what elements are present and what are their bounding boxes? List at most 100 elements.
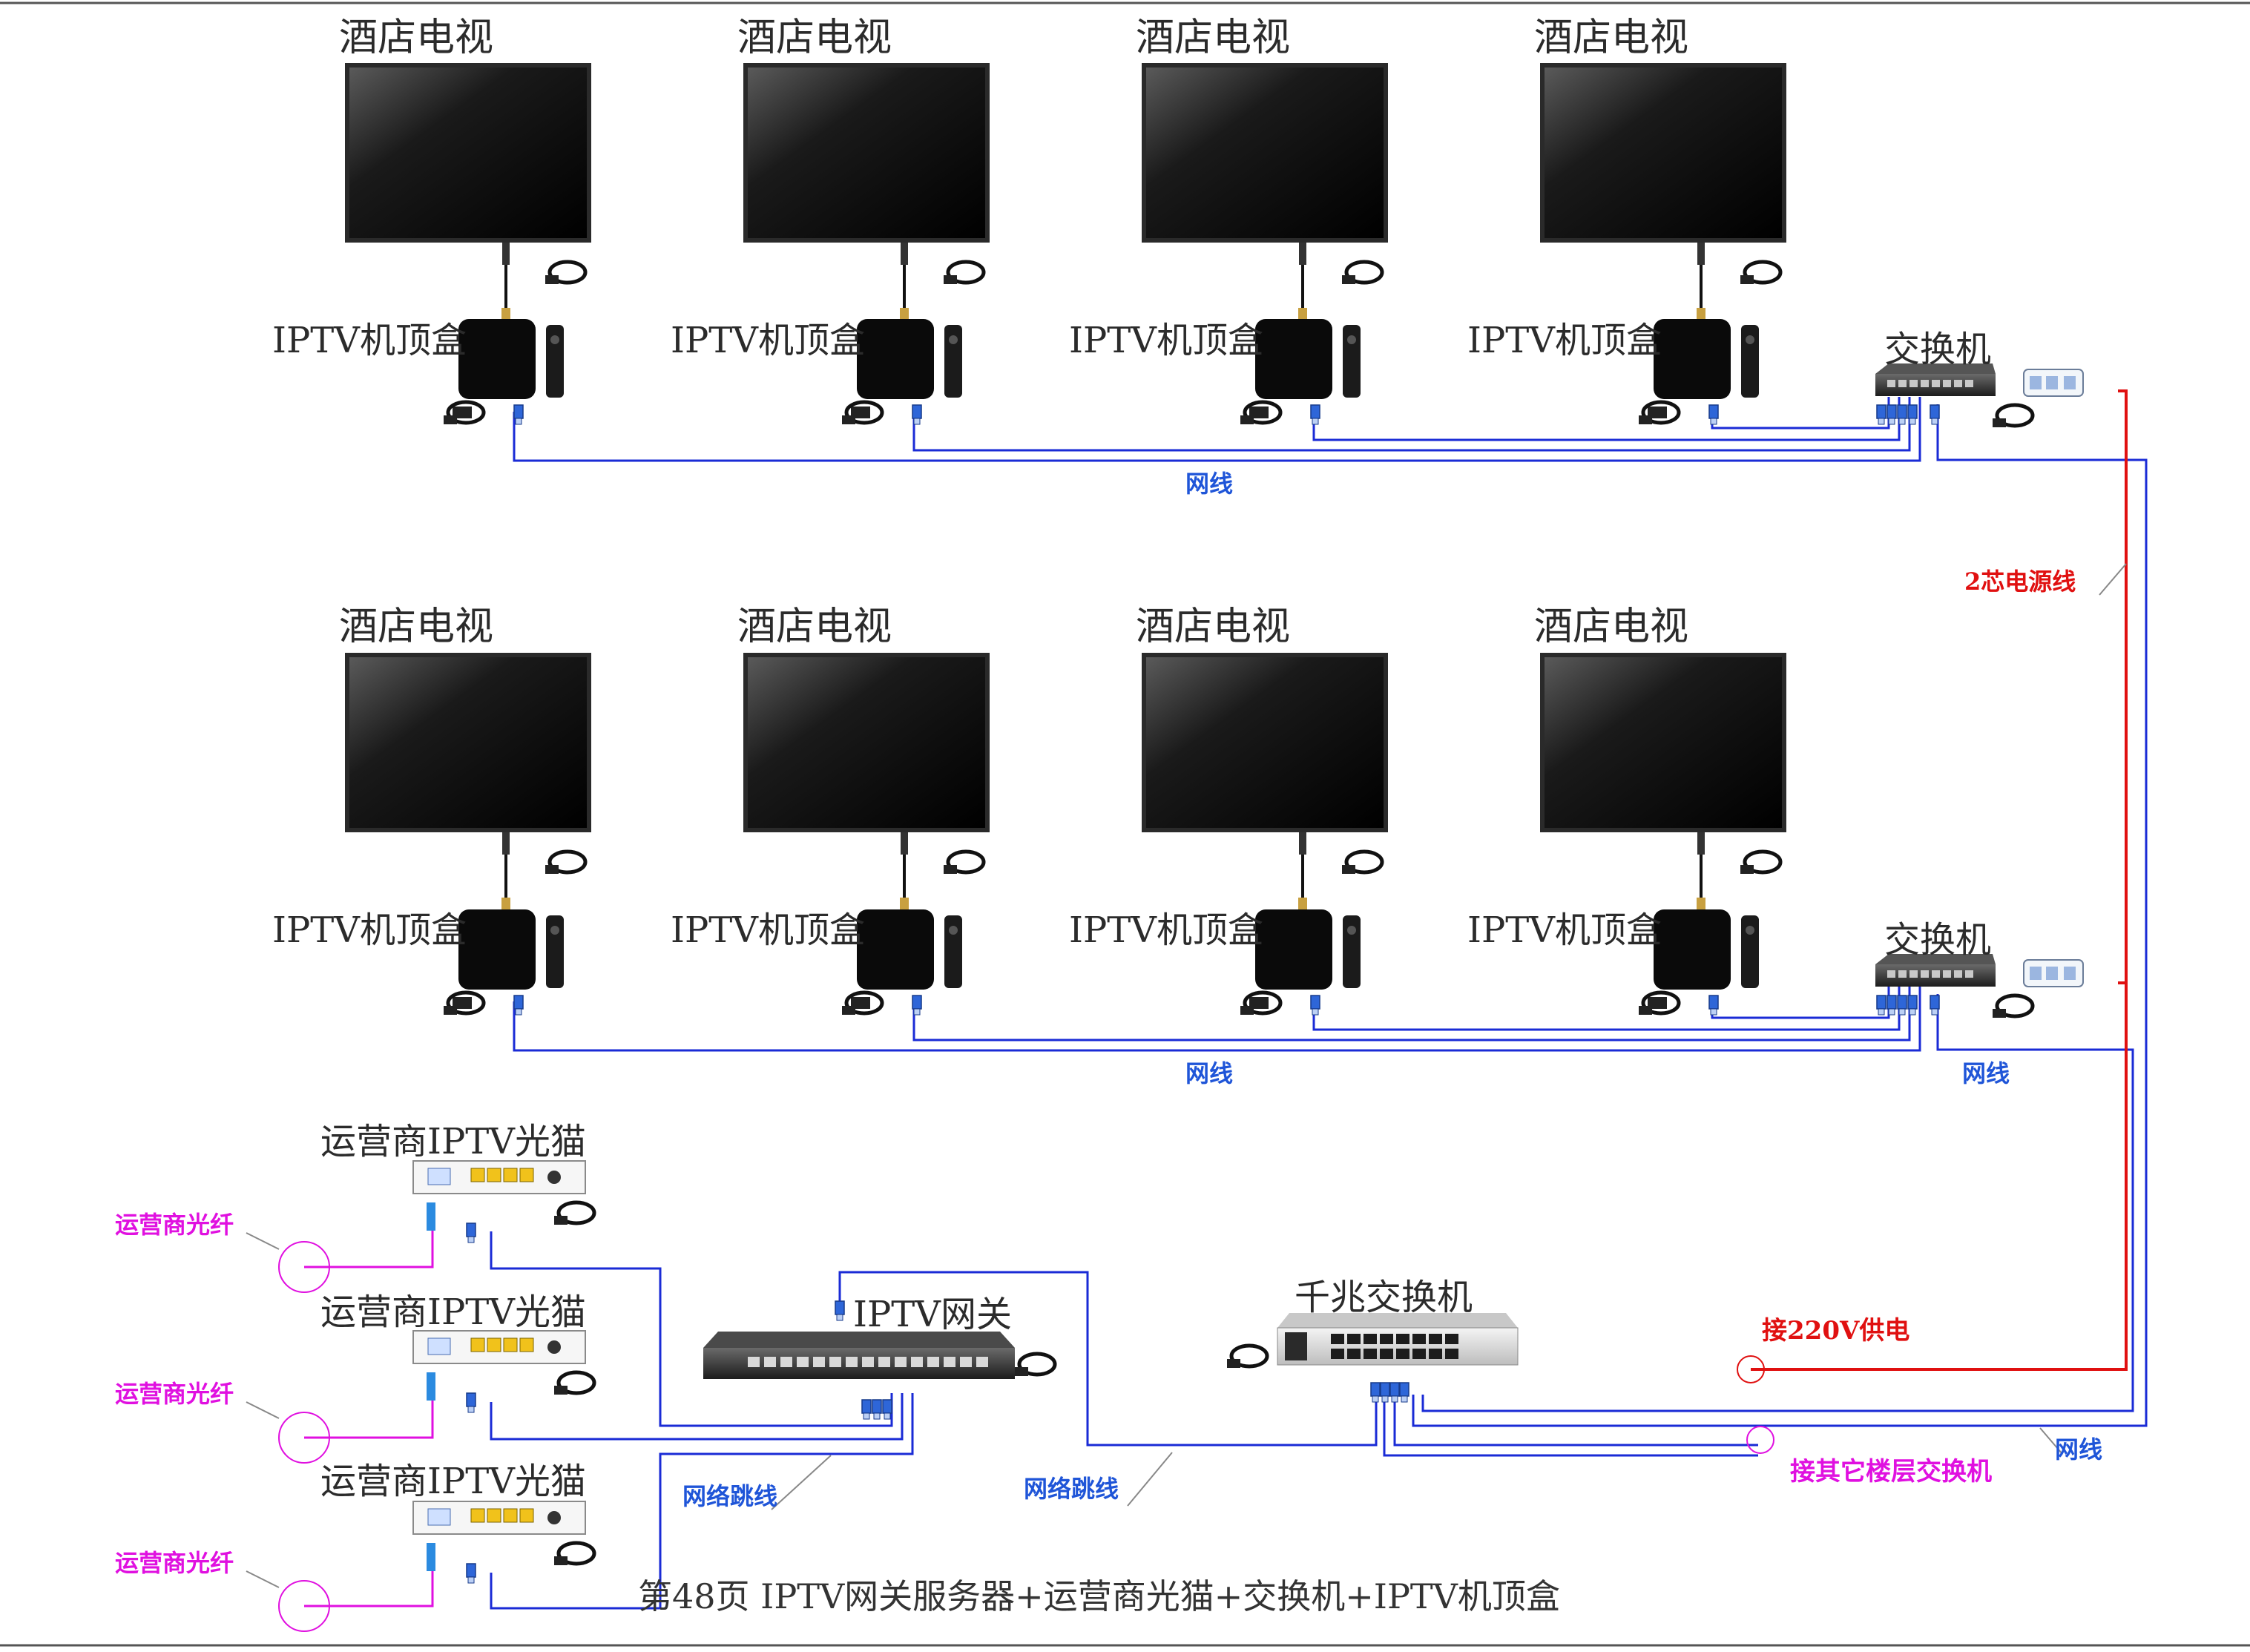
rj45-plug [835,1300,845,1315]
switch-port [1943,380,1951,387]
hdmi-connector [502,832,510,855]
rj45-plug [1708,995,1719,1010]
remote-button [949,926,958,935]
isp-modem-3 [412,1501,596,1584]
gigabit-switch [1227,1313,1519,1403]
rj45-tip [1372,1395,1379,1403]
rj45-plug [1876,404,1886,419]
tv-screen [349,68,587,238]
power-cord-icon [1015,1352,1057,1377]
power-plug [1740,865,1754,874]
gateway-top [703,1332,1015,1348]
hdmi-connector [901,832,908,855]
network-cable-uplink [1412,404,2148,1427]
rj45-plug [1930,404,1940,419]
leader-line [771,1455,832,1510]
modem-label: 运营商IPTV光猫 [320,1291,586,1333]
power-cord-loop [1243,400,1283,425]
rj45-tip [1381,1395,1389,1403]
power-cord-loop [1743,260,1783,285]
rj45-plug [872,1399,882,1414]
gateway-port [960,1357,972,1367]
hotel-tv-r1-3 [1142,63,1388,326]
power-cord-icon [1740,260,1783,285]
power-cable-label: 2芯电源线 [1964,567,2076,596]
hotel-tv-r1-1 [345,63,591,326]
network-cable [1312,987,1901,1031]
rj45-tip [1909,418,1916,425]
fiber-connector [427,1202,435,1231]
power-plug [444,415,457,424]
power-cord-loop [556,1200,596,1225]
gs-port [1396,1334,1409,1344]
power-cord-icon [1639,400,1681,425]
network-cable [1711,987,1890,1019]
power-plug [842,1006,855,1015]
power-plug [1993,1009,2006,1018]
rj45-plug [1708,404,1719,419]
rj45-tip [515,1008,522,1016]
gs-front [1277,1327,1519,1366]
gateway-port [813,1357,825,1367]
tv-label: 酒店电视 [737,16,892,60]
power-cord-loop [1344,849,1384,875]
hdmi-connector [1299,832,1306,855]
stb-label: IPTV机顶盒 [272,320,467,361]
remote-button [949,335,958,344]
power-cord-loop [946,849,986,875]
power-cord-loop [1229,1343,1269,1369]
gateway-port [944,1357,955,1367]
stb-label: IPTV机顶盒 [1069,909,1263,951]
modem-lan-port [487,1168,501,1182]
gateway-port [976,1357,988,1367]
tv-label: 酒店电视 [1534,605,1688,649]
patch-cable-label: 网络跳线 [682,1482,777,1510]
power-cord-loop [446,400,486,425]
remote-button [1347,335,1356,344]
remote-control [1343,325,1361,398]
rj45-plug [466,1222,476,1237]
remote-control [1741,915,1759,988]
modem-lan-port [503,1508,518,1523]
rj45-tip [1312,418,1319,425]
rj45-plug [1380,1382,1390,1397]
rj45-plug [466,1563,476,1578]
network-cable-label: 网线 [1185,1059,1233,1087]
modem-power-port [547,1171,561,1184]
power-cord-icon [444,400,486,425]
remote-control [546,325,564,398]
power-cord-icon [545,849,588,875]
power-plug [944,865,957,874]
network-cable [912,987,1911,1041]
power-plug [1342,275,1355,284]
power-cord-loop [547,260,588,285]
iptv-stb-r1-4 [1639,319,1759,425]
network-cable-other-floor [1393,1395,1758,1447]
power-plug [554,1386,568,1395]
fiber-cable [304,1395,434,1439]
labels: 酒店电视酒店电视IPTV机顶盒IPTV机顶盒酒店电视酒店电视IPTV机顶盒IPT… [115,16,2102,1616]
fiber-label: 运营商光纤 [115,1380,234,1408]
hdmi-connector [1299,243,1306,265]
gateway-port [748,1357,760,1367]
patch-cable [490,1231,893,1427]
tv-screen [1146,68,1384,238]
iptv-stb-r1-2 [842,319,962,425]
modem-power-port [547,1340,561,1354]
isp-modem-1 [412,1160,596,1243]
iptv-stb-r1-1 [444,319,564,425]
power-strip-icon [2023,959,2084,987]
patch-cable [490,1393,904,1441]
power-cord-icon [1740,849,1783,875]
gateway-port [911,1357,923,1367]
switch-port [1921,380,1929,387]
remote-control [1741,325,1759,398]
rj45-tip [1401,1395,1408,1403]
network-cable [1711,397,1890,430]
leader-line [2099,563,2127,596]
fiber-connector [427,1372,435,1401]
power-socket [2030,967,2042,980]
switch-port [1887,970,1895,978]
devices [345,63,2084,1584]
